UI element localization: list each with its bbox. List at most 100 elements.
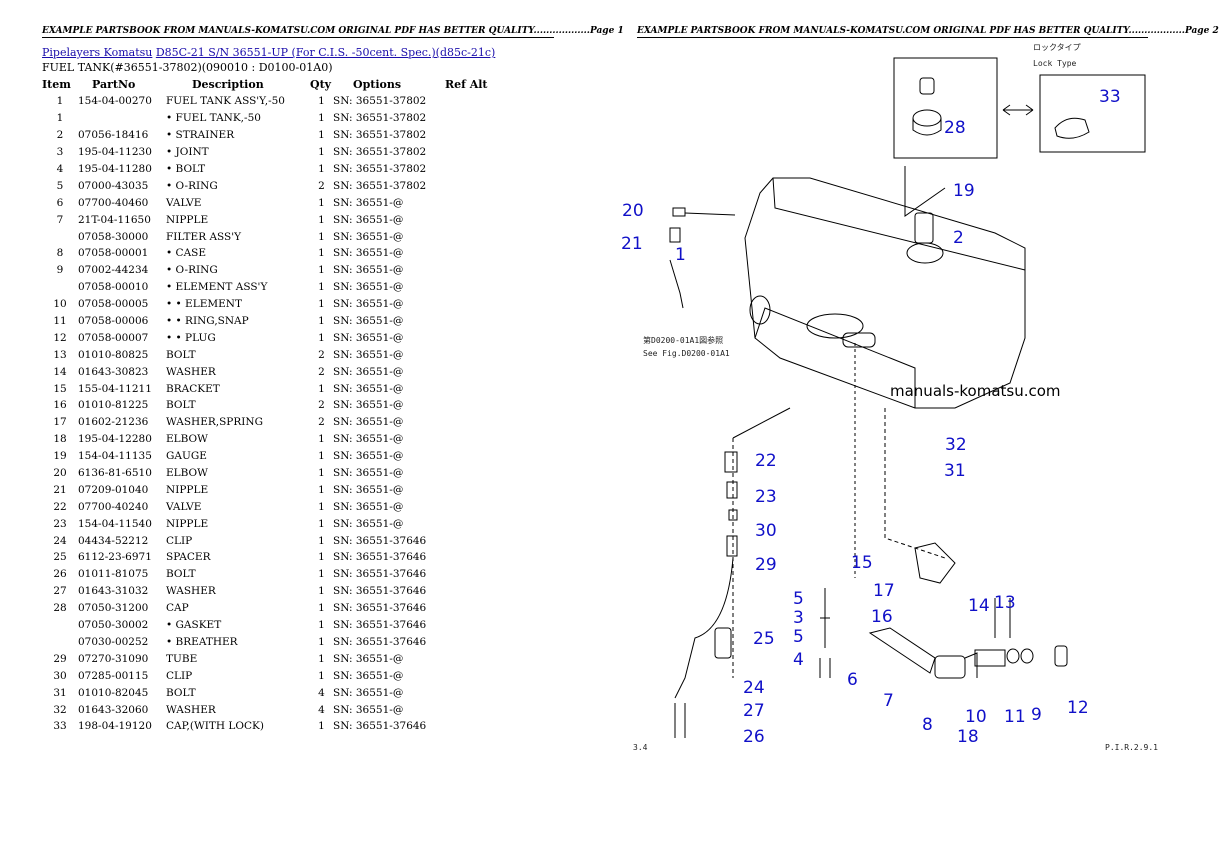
cell-partno: 6136-81-6510 — [78, 467, 152, 480]
cell-description: BRACKET — [166, 382, 220, 395]
cell-ref-alt — [445, 431, 495, 448]
callout-20: 20 — [622, 201, 644, 221]
cell-item — [42, 634, 78, 651]
cell-qty: 1 — [318, 331, 325, 344]
cell-item: 6 — [56, 196, 64, 209]
cell-options: SN: 36551-37646 — [333, 619, 427, 632]
cell-partno: 01011-81075 — [78, 568, 149, 581]
cell-qty: 1 — [318, 382, 325, 395]
cell-item: 13 — [53, 348, 67, 361]
lock-type-label-jp: ロックタイプ — [1033, 43, 1081, 52]
cell-qty: 2 — [318, 365, 325, 378]
callout-18: 18 — [957, 727, 979, 747]
interchange-arrow-icon — [1002, 104, 1034, 116]
column-header-options: Options — [353, 78, 402, 91]
cell-options: SN: 36551-37646 — [333, 635, 427, 648]
page-code-left: 3.4 — [633, 743, 648, 752]
cell-options: SN: 36551-@ — [333, 416, 404, 429]
cell-item: 5 — [56, 179, 64, 192]
cell-ref-alt — [445, 448, 495, 465]
cell-qty: 1 — [318, 483, 325, 496]
cell-item: 2 — [56, 129, 64, 142]
cell-options: SN: 36551-@ — [333, 331, 404, 344]
cell-description: VALVE — [166, 196, 202, 209]
cell-partno: 07700-40460 — [78, 196, 149, 209]
callout-1: 1 — [675, 245, 686, 265]
cell-description: ELBOW — [166, 433, 208, 446]
callout-24: 24 — [743, 678, 765, 698]
callout-30: 30 — [755, 521, 777, 541]
cell-ref-alt — [445, 515, 495, 532]
cell-description: FILTER ASS'Y — [166, 230, 242, 243]
cell-partno: 07058-00005 — [78, 298, 149, 311]
cell-partno: 07058-00010 — [78, 281, 149, 294]
cell-description: CAP — [166, 602, 189, 615]
cell-ref-alt — [445, 684, 495, 701]
cell-description: NIPPLE — [166, 517, 209, 530]
cell-description: WASHER — [166, 703, 216, 716]
column-header-item: Item — [42, 78, 71, 91]
cell-description: WASHER,SPRING — [166, 416, 263, 429]
cell-description: • ELEMENT ASS'Y — [166, 281, 268, 294]
breadcrumb: Pipelayers Komatsu D85C-21 S/N 36551-UP … — [42, 46, 495, 59]
cell-partno: 195-04-12280 — [78, 433, 152, 446]
cell-partno: 01643-30823 — [78, 365, 149, 378]
cell-partno: 07270-31090 — [78, 652, 149, 665]
cell-item: 10 — [53, 298, 67, 311]
cell-item: 19 — [53, 450, 67, 463]
breadcrumb-link-model[interactable]: D85C-21 S/N 36551-UP (For C.I.S. -50cent… — [155, 46, 496, 59]
cell-description: TUBE — [166, 652, 198, 665]
callout-10: 10 — [965, 707, 987, 727]
cell-options: SN: 36551-@ — [333, 213, 404, 226]
cell-qty: 2 — [318, 416, 325, 429]
cell-options: SN: 36551-@ — [333, 365, 404, 378]
cell-description: SPACER — [166, 551, 211, 564]
cell-options: SN: 36551-37802 — [333, 179, 427, 192]
cell-partno: 07058-30000 — [78, 230, 149, 243]
callout-23: 23 — [755, 487, 777, 507]
cell-item: 1 — [56, 112, 64, 125]
cell-qty: 1 — [318, 247, 325, 260]
cell-ref-alt — [445, 380, 495, 397]
cell-qty: 1 — [318, 129, 325, 142]
cell-ref-alt — [445, 718, 495, 735]
cell-partno: 01602-21236 — [78, 416, 149, 429]
inset-breather-box — [893, 57, 998, 159]
cell-options: SN: 36551-@ — [333, 230, 404, 243]
cell-item: 29 — [53, 652, 67, 665]
exploded-parts-diagram: ロックタイプ Lock Type 第D0200-01A1図参照 See Fig.… — [621, 43, 1158, 752]
lock-cap-shape — [1054, 117, 1090, 139]
cell-item: 16 — [53, 399, 67, 412]
cell-options: SN: 36551-@ — [333, 517, 404, 530]
cell-description: • STRAINER — [166, 129, 235, 142]
breather-cap-shape — [919, 77, 935, 95]
cell-ref-alt — [445, 346, 495, 363]
callout-16: 16 — [871, 607, 893, 627]
cell-item: 15 — [53, 382, 67, 395]
cell-partno: 198-04-19120 — [78, 720, 152, 733]
cell-ref-alt — [445, 701, 495, 718]
cell-item: 22 — [53, 500, 67, 513]
cell-ref-alt — [445, 313, 495, 330]
cell-options: SN: 36551-37646 — [333, 720, 427, 733]
breadcrumb-link-category[interactable]: Pipelayers Komatsu — [42, 46, 153, 59]
cell-options: SN: 36551-37802 — [333, 95, 427, 108]
cell-ref-alt — [445, 262, 495, 279]
callout-3: 3 — [793, 608, 804, 628]
